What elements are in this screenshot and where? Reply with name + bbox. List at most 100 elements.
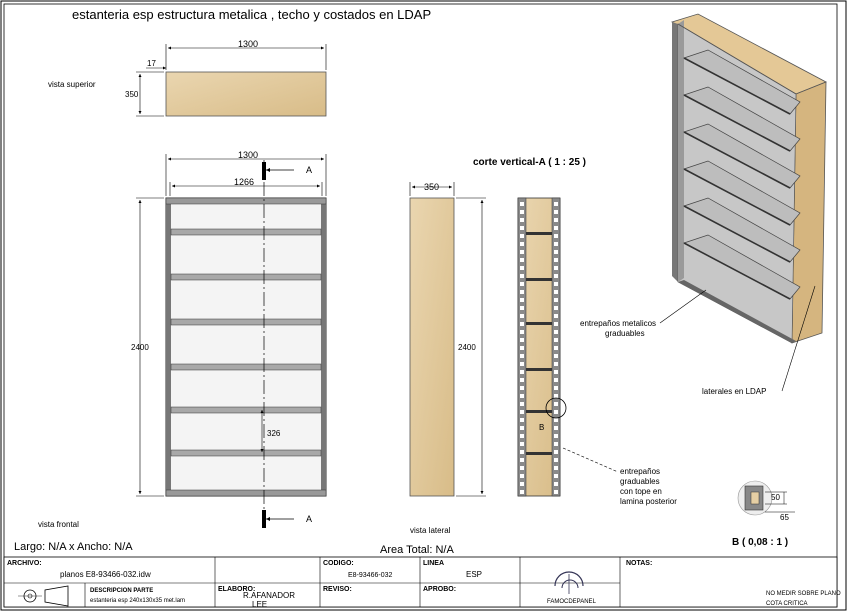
section-slot xyxy=(520,466,524,470)
section-slot xyxy=(554,314,558,318)
section-slot xyxy=(520,250,524,254)
section-slot xyxy=(554,202,558,206)
section-slot xyxy=(554,490,558,494)
linea-label: LINEA xyxy=(423,560,444,567)
title-block: ARCHIVO: planos E8-93466-032.idw CODIGO:… xyxy=(3,556,841,609)
section-slot xyxy=(554,282,558,286)
section-slot xyxy=(520,234,524,238)
detail-title: B ( 0,08 : 1 ) xyxy=(732,537,788,548)
iso-shelf-edge xyxy=(683,205,791,263)
note-no-medir: NO MEDIR SOBRE PLANO xyxy=(766,591,841,597)
section-shelf xyxy=(526,322,552,325)
side-view: 350 2400 vista lateral xyxy=(409,182,486,535)
section-slot xyxy=(554,442,558,446)
section-slot xyxy=(520,330,524,334)
annot-metal-shelves-1: entrepaños metalicos xyxy=(580,319,656,328)
section-slot xyxy=(554,354,558,358)
note-cota-critica: COTA CRITICA xyxy=(766,601,808,607)
front-shelf xyxy=(170,318,322,326)
section-slot xyxy=(520,258,524,262)
section-slot xyxy=(520,346,524,350)
size-line: Largo: N/A x Ancho: N/A xyxy=(14,541,133,553)
section-view: corte vertical-A ( 1 : 25 ) B xyxy=(473,157,586,497)
company-logo xyxy=(554,571,584,594)
archivo-value: planos E8-93466-032.idw xyxy=(60,570,151,579)
section-slot xyxy=(554,474,558,478)
company-name: FAMOCDEPANEL xyxy=(547,599,597,605)
section-slot xyxy=(554,370,558,374)
section-slot xyxy=(520,458,524,462)
section-slot xyxy=(520,474,524,478)
top-width-dim: 1300 xyxy=(238,39,258,49)
section-mark-top: A xyxy=(306,165,312,175)
front-shelf xyxy=(170,273,322,281)
linea-value: ESP xyxy=(466,570,482,579)
section-slot xyxy=(554,322,558,326)
section-title: corte vertical-A ( 1 : 25 ) xyxy=(473,157,586,168)
section-slot xyxy=(520,490,524,494)
section-slot xyxy=(554,266,558,270)
section-slot xyxy=(520,226,524,230)
section-slot xyxy=(554,394,558,398)
section-slot xyxy=(520,402,524,406)
section-slot xyxy=(520,274,524,278)
drawing-title: estanteria esp estructura metalica , tec… xyxy=(72,7,431,22)
annot-metal-shelves-2: graduables xyxy=(605,329,645,338)
side-panel xyxy=(409,197,455,497)
archivo-label: ARCHIVO: xyxy=(7,560,42,567)
section-slot xyxy=(520,450,524,454)
top-view-label: vista superior xyxy=(48,80,96,89)
reviso-label: REVISO: xyxy=(323,586,352,593)
section-slot xyxy=(554,458,558,462)
detail-b: 50 65 B ( 0,08 : 1 ) xyxy=(732,480,795,548)
front-outer-width-dim: 1300 xyxy=(238,150,258,160)
section-slot xyxy=(554,298,558,302)
iso-shelf-edge xyxy=(683,57,791,115)
front-view-label: vista frontal xyxy=(38,520,79,529)
front-shelves xyxy=(170,228,322,457)
annot-shelves-stop-1: entrepaños xyxy=(620,467,660,476)
shelf-spacing-dim: 326 xyxy=(267,429,281,438)
section-slot xyxy=(554,210,558,214)
codigo-label: CODIGO: xyxy=(323,560,354,567)
section-slot xyxy=(520,394,524,398)
section-slot xyxy=(554,330,558,334)
section-slot xyxy=(554,218,558,222)
front-right-post xyxy=(321,198,326,496)
iso-shelf-edge xyxy=(683,94,791,152)
elaboro-value-2: LEE xyxy=(252,600,267,609)
section-slot xyxy=(554,258,558,262)
section-slot xyxy=(520,202,524,206)
section-slot xyxy=(520,338,524,342)
section-shelf xyxy=(526,410,552,413)
section-slot xyxy=(520,442,524,446)
section-slot xyxy=(520,306,524,310)
side-height-dim: 2400 xyxy=(458,343,476,352)
section-shelf xyxy=(526,452,552,455)
section-slots xyxy=(520,202,558,494)
section-slot xyxy=(554,306,558,310)
annot-shelves-stop-2: graduables xyxy=(620,477,660,486)
iso-shelf-edge xyxy=(683,131,791,189)
top-depth-dim: 350 xyxy=(125,90,139,99)
detail-b-mark: B xyxy=(539,423,544,432)
side-depth-dim: 350 xyxy=(424,182,439,192)
codigo-value: E8-93466-032 xyxy=(348,572,392,579)
section-slot xyxy=(554,410,558,414)
section-slot xyxy=(520,322,524,326)
section-slot xyxy=(554,290,558,294)
front-frame xyxy=(165,197,327,497)
section-slot xyxy=(520,370,524,374)
annot-shelves-stop-4: lamina posterior xyxy=(620,497,677,506)
section-slot xyxy=(520,410,524,414)
section-shelf xyxy=(526,278,552,281)
front-shelf xyxy=(170,406,322,414)
front-shelf xyxy=(170,228,322,236)
annotations: entrepaños metalicos graduables laterale… xyxy=(562,285,816,506)
descripcion-value: estanteria esp 240x130x35 met.lam xyxy=(90,598,185,604)
front-view: 1300 1266 2400 326 A A vista frontal xyxy=(38,150,327,529)
section-slot xyxy=(520,426,524,430)
section-slot xyxy=(554,426,558,430)
